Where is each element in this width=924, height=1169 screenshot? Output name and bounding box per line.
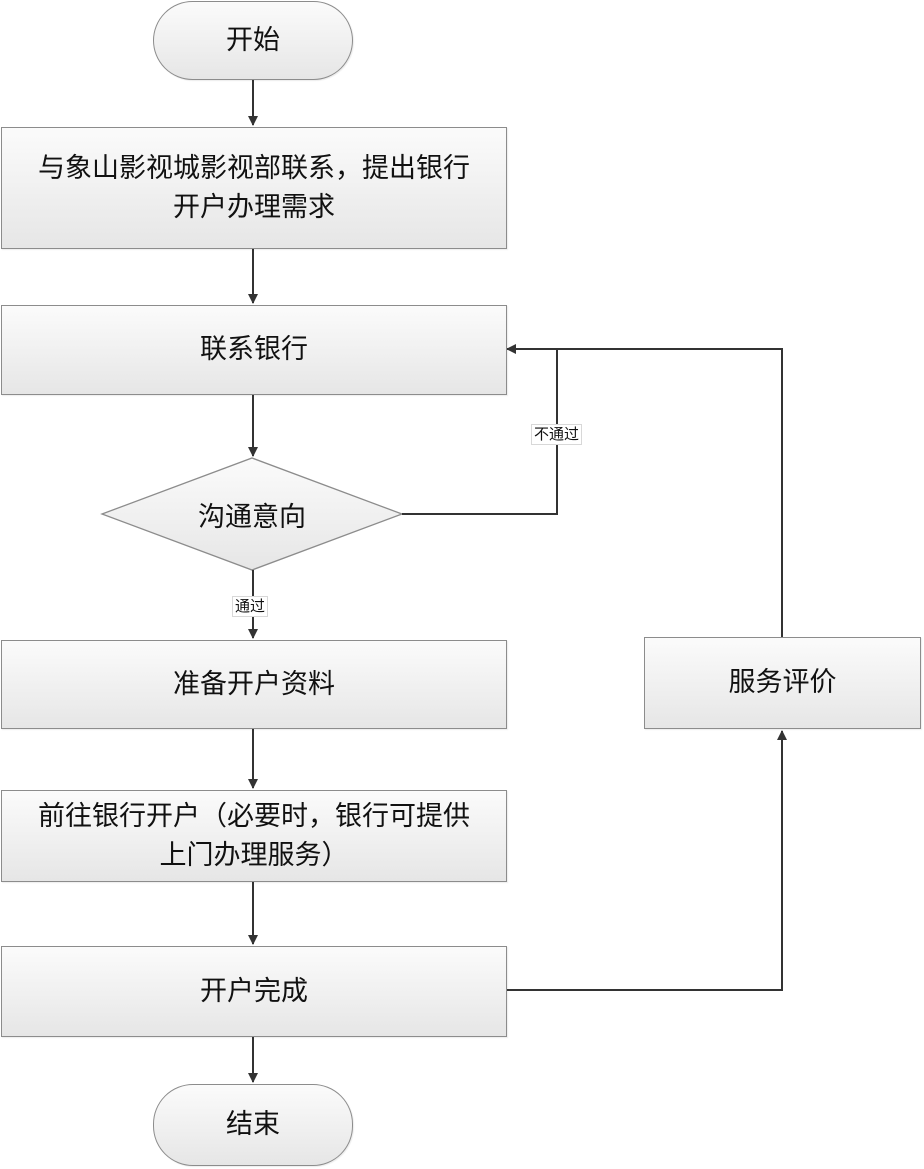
decision-communicate-label-box: 沟通意向 bbox=[102, 458, 402, 570]
end-label: 结束 bbox=[226, 1109, 280, 1141]
edge-label-fail: 不通过 bbox=[531, 424, 583, 445]
contact-bank-label: 联系银行 bbox=[200, 334, 308, 366]
edge-service-eval-to-contact-bank bbox=[557, 348, 783, 637]
contact-studio-line-1: 与象山影视城影视部联系，提出银行 bbox=[38, 152, 470, 184]
account-done-label: 开户完成 bbox=[200, 975, 308, 1007]
end-node: 结束 bbox=[153, 1084, 353, 1166]
process-go-bank: 前往银行开户（必要时，银行可提供 上门办理服务） bbox=[1, 790, 507, 882]
process-contact-bank: 联系银行 bbox=[1, 305, 507, 395]
process-contact-studio: 与象山影视城影视部联系，提出银行 开户办理需求 bbox=[1, 127, 507, 249]
prepare-docs-label: 准备开户资料 bbox=[173, 668, 335, 700]
service-eval-label: 服务评价 bbox=[728, 667, 837, 699]
process-account-done: 开户完成 bbox=[1, 946, 507, 1037]
process-service-eval: 服务评价 bbox=[644, 637, 921, 729]
pass-label-text: 通过 bbox=[235, 597, 266, 615]
go-bank-line-2: 上门办理服务） bbox=[159, 840, 349, 871]
start-node: 开始 bbox=[153, 1, 353, 80]
edge-account-done-to-service-eval bbox=[507, 730, 787, 991]
process-prepare-docs: 准备开户资料 bbox=[1, 640, 507, 729]
go-bank-line-1: 前往银行开户（必要时，银行可提供 bbox=[38, 800, 470, 832]
communicate-label: 沟通意向 bbox=[198, 501, 306, 533]
edge-label-pass: 通过 bbox=[232, 596, 269, 617]
start-label: 开始 bbox=[226, 24, 280, 56]
contact-studio-line-2: 开户办理需求 bbox=[173, 192, 335, 223]
fail-label-text: 不通过 bbox=[534, 425, 580, 443]
